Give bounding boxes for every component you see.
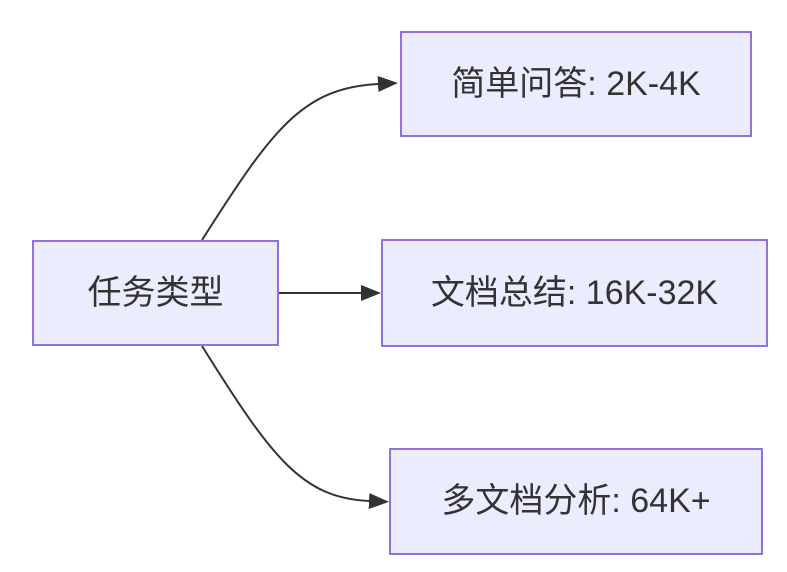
node-multi-doc-analysis-label: 多文档分析: 64K+: [441, 482, 711, 521]
node-doc-summary-label: 文档总结: 16K-32K: [430, 273, 719, 312]
node-simple-qa: 简单问答: 2K-4K: [400, 31, 752, 137]
node-multi-doc-analysis: 多文档分析: 64K+: [389, 448, 763, 555]
node-simple-qa-label: 简单问答: 2K-4K: [451, 64, 701, 103]
edge-root-to-branch1: [201, 76, 398, 241]
node-task-type-label: 任务类型: [87, 273, 224, 312]
node-doc-summary: 文档总结: 16K-32K: [381, 239, 768, 347]
node-task-type: 任务类型: [32, 240, 279, 346]
edge-root-to-branch3: [201, 345, 389, 509]
